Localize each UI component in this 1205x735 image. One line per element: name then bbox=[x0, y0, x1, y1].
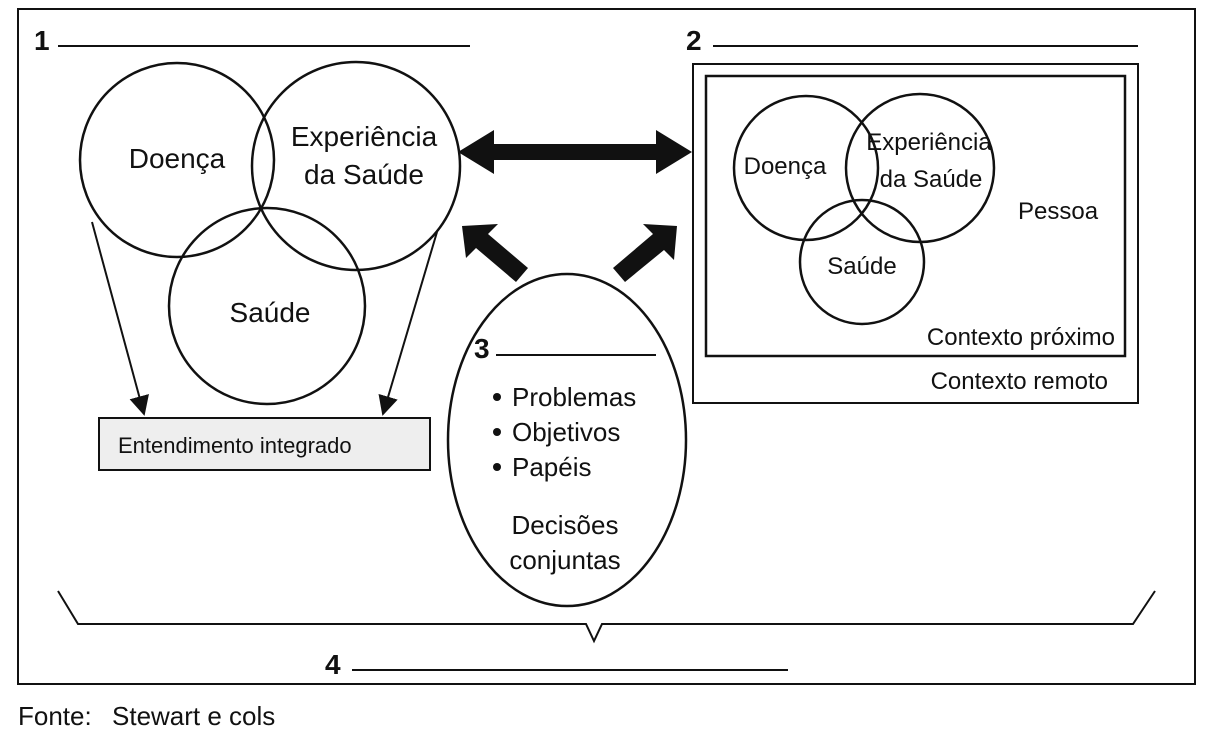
section-3-ellipse bbox=[446, 272, 688, 608]
section-1-number: 1 bbox=[34, 25, 50, 56]
experiencia-label-line2: da Saúde bbox=[304, 159, 424, 190]
bullet-dot bbox=[493, 463, 501, 471]
result-box-label: Entendimento integrado bbox=[118, 433, 352, 458]
doenca-circle bbox=[78, 61, 276, 259]
result-box bbox=[98, 417, 431, 471]
section-2-venn: Doença Experiência da Saúde Saúde bbox=[732, 92, 996, 326]
bullet-dot bbox=[493, 393, 501, 401]
saude-circle-small bbox=[798, 198, 926, 326]
experiencia-circle bbox=[250, 60, 462, 272]
contexto-remoto-label: Contexto remoto bbox=[931, 368, 1108, 395]
section-4-number: 4 bbox=[325, 649, 341, 680]
section-4-brace bbox=[57, 590, 1156, 644]
contexto-remoto-box bbox=[692, 63, 1139, 404]
double-arrow bbox=[458, 130, 692, 174]
contexto-proximo-label: Contexto próximo bbox=[927, 324, 1115, 351]
bullet-dot bbox=[493, 428, 501, 436]
decisoes-label-line1: Decisões bbox=[512, 510, 619, 540]
decisoes-label-line2: conjuntas bbox=[509, 545, 620, 575]
section-1-venn: Doença Experiência da Saúde Saúde bbox=[78, 60, 462, 406]
bullet-item-problemas: Problemas bbox=[512, 382, 636, 412]
experiencia-label-small-line1: Experiência bbox=[866, 129, 992, 156]
outer-frame bbox=[17, 8, 1196, 685]
bullet-item-papeis: Papéis bbox=[512, 452, 592, 482]
saude-label: Saúde bbox=[230, 297, 311, 328]
bullet-item-objetivos: Objetivos bbox=[512, 417, 620, 447]
doenca-circle-small bbox=[732, 94, 880, 242]
arrow-to-section-2 bbox=[613, 224, 677, 282]
arrow-to-section-1 bbox=[462, 224, 528, 282]
left-converging-arrow bbox=[91, 221, 149, 416]
doenca-label-small: Doença bbox=[744, 153, 827, 180]
section-3-number: 3 bbox=[474, 333, 490, 364]
experiencia-label-small-line2: da Saúde bbox=[880, 166, 983, 193]
section-2-number: 2 bbox=[686, 25, 702, 56]
right-converging-arrow bbox=[378, 231, 438, 416]
source-label: Fonte: bbox=[18, 701, 92, 731]
section-3-bullet-list: Problemas Objetivos Papéis bbox=[493, 382, 636, 482]
experiencia-label-line1: Experiência bbox=[291, 121, 438, 152]
contexto-proximo-box bbox=[704, 74, 1127, 358]
pessoa-label: Pessoa bbox=[1018, 198, 1099, 225]
saude-circle bbox=[167, 206, 367, 406]
doenca-label: Doença bbox=[129, 143, 226, 174]
saude-label-small: Saúde bbox=[827, 253, 896, 280]
source-value: Stewart e cols bbox=[112, 701, 275, 731]
